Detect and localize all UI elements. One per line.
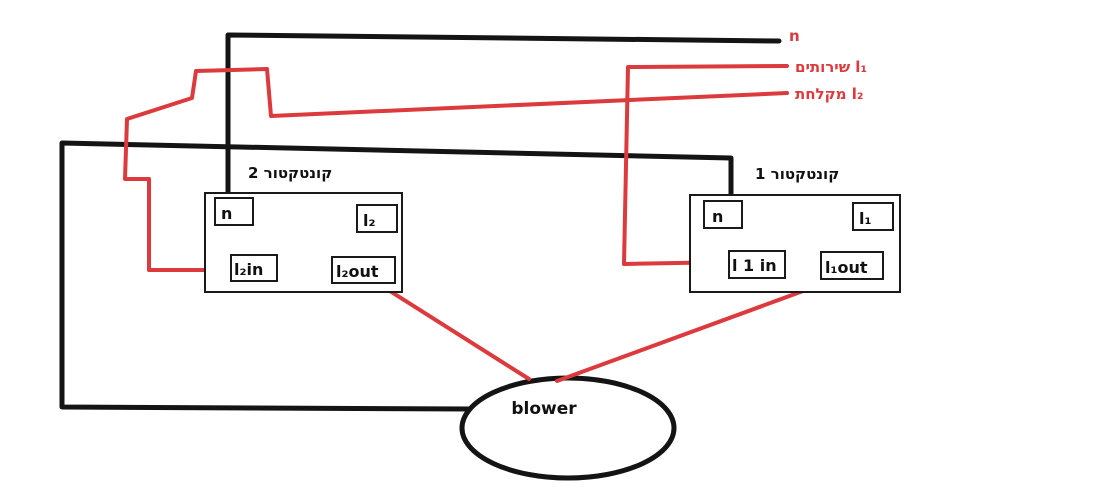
- wire-l1-service: [622, 64, 789, 266]
- contactor1-terminal-n-label: n: [712, 207, 723, 226]
- contactor1-terminal-l1out-label: l₁out: [825, 258, 868, 277]
- wire-l1-label: שירותים l₁: [795, 58, 867, 76]
- contactor2-terminal-l2-box: [356, 204, 398, 233]
- wire-l2out-to-blower: [372, 279, 531, 381]
- wire-l1out-to-blower: [555, 277, 838, 383]
- contactor1-terminal-l1in-box: [728, 250, 786, 279]
- contactor2-terminal-n-box: [214, 197, 254, 226]
- wire-neutral-label: n: [789, 27, 800, 45]
- blower-ellipse: [459, 375, 677, 481]
- contactor2-terminal-l2-label: l₂: [363, 211, 376, 230]
- contactor1-terminal-l1-box: [852, 202, 894, 231]
- contactor1-terminal-l1-label: l₁: [859, 209, 872, 228]
- blower-label: blower: [511, 399, 577, 419]
- wire-neutral-main: [59, 140, 734, 412]
- contactor2-title: קונטקטור 2: [248, 164, 332, 182]
- contactor1-terminal-l1in-label: l 1 in: [732, 256, 777, 275]
- contactor1-terminal-l1out-box: [820, 251, 884, 280]
- contactor1-terminal-n-box: [703, 200, 743, 229]
- contactor2-terminal-l2out-label: l₂out: [336, 262, 379, 281]
- contactor2-terminal-l2in-box: [230, 254, 278, 282]
- contactor2-terminal-l2out-box: [331, 256, 396, 284]
- wire-neutral-top: [225, 32, 782, 201]
- wire-l2-label: מקלחת l₂: [795, 85, 863, 103]
- contactor2-terminal-n-label: n: [221, 204, 232, 223]
- wire-l2-shower: [123, 67, 789, 272]
- contactor2-terminal-l2in-label: l₂in: [234, 260, 263, 279]
- contactor1-title: קונטקטור 1: [755, 165, 839, 183]
